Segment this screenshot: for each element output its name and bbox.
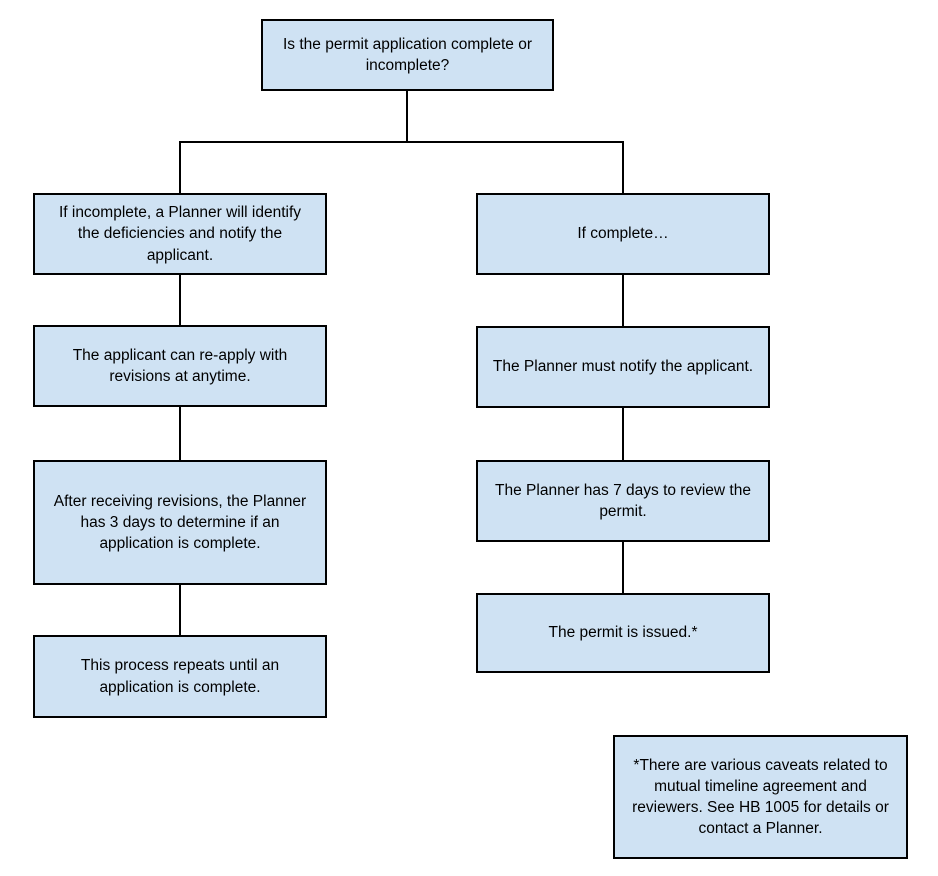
node-incomplete-step4: This process repeats until an applicatio… bbox=[33, 635, 327, 718]
footnote-box: *There are various caveats related to mu… bbox=[613, 735, 908, 859]
connector-complete-step1-step2 bbox=[622, 275, 624, 326]
node-complete-step2: The Planner must notify the applicant. bbox=[476, 326, 770, 408]
connector-drop-complete bbox=[622, 141, 624, 193]
connector-question-stem bbox=[406, 91, 408, 142]
connector-complete-step2-step3 bbox=[622, 408, 624, 460]
node-incomplete-step3: After receiving revisions, the Planner h… bbox=[33, 460, 327, 585]
connector-complete-step3-step4 bbox=[622, 542, 624, 593]
connector-branch-horizontal bbox=[179, 141, 624, 143]
connector-incomplete-step1-step2 bbox=[179, 275, 181, 325]
node-incomplete-step2: The applicant can re-apply with revision… bbox=[33, 325, 327, 407]
node-complete-step4: The permit is issued.* bbox=[476, 593, 770, 673]
node-question: Is the permit application complete or in… bbox=[261, 19, 554, 91]
connector-incomplete-step3-step4 bbox=[179, 585, 181, 635]
node-complete-step3: The Planner has 7 days to review the per… bbox=[476, 460, 770, 542]
connector-incomplete-step2-step3 bbox=[179, 407, 181, 460]
node-complete-step1: If complete… bbox=[476, 193, 770, 275]
node-incomplete-step1: If incomplete, a Planner will identify t… bbox=[33, 193, 327, 275]
connector-drop-incomplete bbox=[179, 141, 181, 193]
